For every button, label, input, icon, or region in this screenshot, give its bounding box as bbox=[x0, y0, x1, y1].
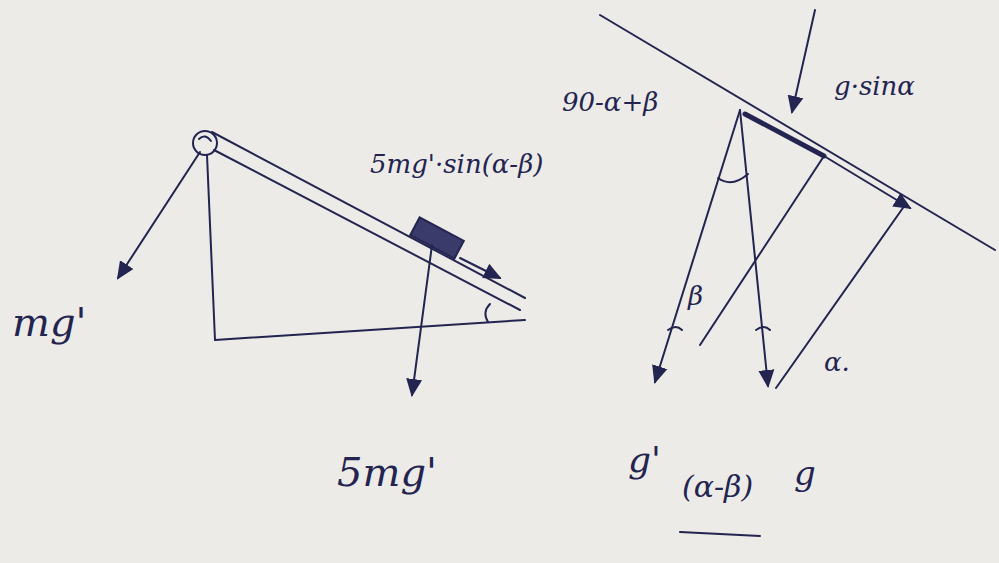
handwritten-label: 5mg' bbox=[335, 450, 439, 494]
wedge-side bbox=[207, 155, 215, 340]
handwritten-label: g bbox=[792, 455, 818, 492]
pulley bbox=[193, 131, 217, 155]
incline-force bbox=[460, 258, 500, 278]
handwritten-label: (α-β) bbox=[680, 470, 755, 503]
handwritten-label: β bbox=[686, 282, 705, 311]
component bbox=[745, 114, 824, 156]
weight-arrow bbox=[412, 245, 432, 395]
handwritten-label: mg' bbox=[10, 300, 89, 344]
handwritten-label: 5mg'·sin(α-β) bbox=[368, 150, 545, 179]
incline bbox=[600, 15, 995, 250]
parallel-line bbox=[700, 156, 824, 345]
handwritten-label: g' bbox=[626, 440, 663, 480]
block bbox=[410, 217, 464, 258]
angle-arc bbox=[756, 327, 770, 330]
handwritten-label: 90-α+β bbox=[560, 88, 660, 117]
angle-arc bbox=[485, 304, 490, 322]
force-arrow bbox=[792, 10, 815, 112]
underline bbox=[680, 532, 760, 536]
wedge-base bbox=[215, 320, 525, 340]
angle-arc bbox=[668, 327, 682, 330]
vector-g-prime bbox=[655, 110, 740, 382]
rope-force bbox=[118, 152, 200, 278]
handwritten-label: g·sinα bbox=[832, 72, 917, 101]
handwritten-label: α. bbox=[822, 348, 852, 377]
incline-arrow bbox=[824, 156, 910, 208]
angle-arc bbox=[718, 174, 748, 182]
parallel-line bbox=[776, 205, 905, 388]
